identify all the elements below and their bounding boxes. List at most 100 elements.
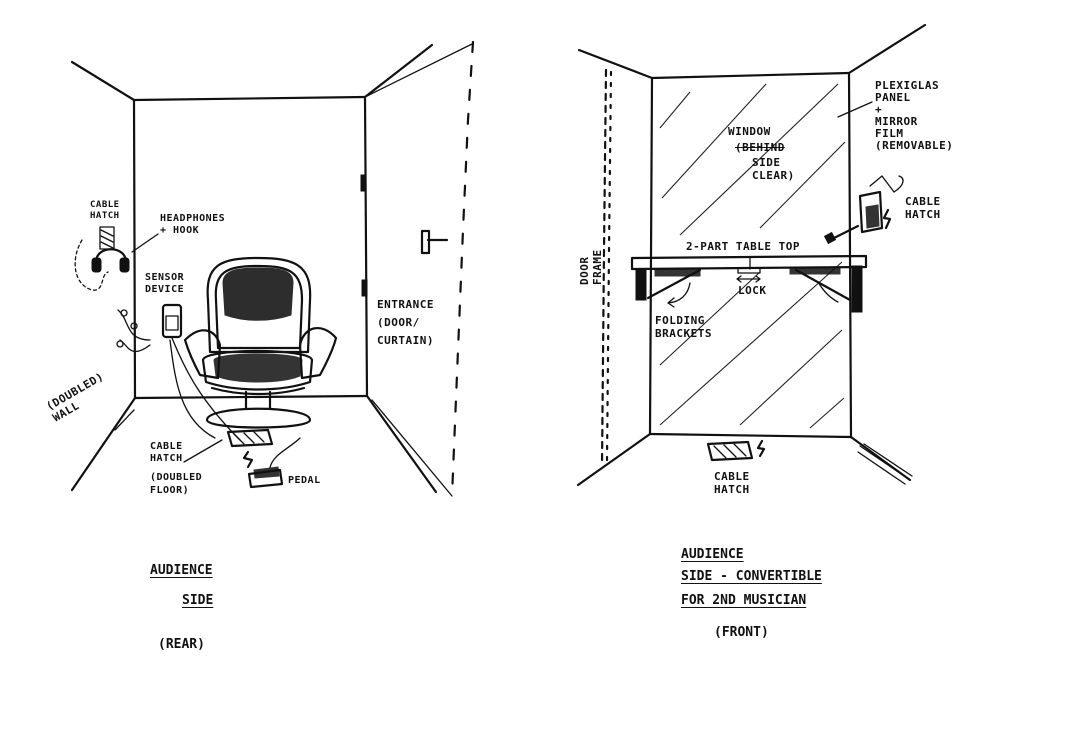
label-door-frame: DOOR FRAME — [578, 249, 604, 285]
table-lock[interactable] — [737, 267, 761, 274]
label-window-struck: (BEHIND — [735, 141, 785, 154]
left-back-wall-top — [132, 95, 367, 102]
right-fold-arrow — [817, 281, 839, 303]
headphones-cable — [74, 239, 109, 291]
label-lock: LOCK — [738, 284, 767, 297]
left-ceiling-right-diagonal — [363, 43, 434, 99]
left-booth-sketch — [70, 40, 475, 498]
chair-back-cushion — [222, 267, 294, 321]
label-sensor-device: SENSOR DEVICE — [145, 272, 185, 295]
plug-head — [823, 231, 837, 245]
label-cable-hatch-wall: CABLE HATCH — [90, 200, 120, 221]
door-hinge-bottom — [361, 279, 368, 297]
floor-cable-hatch-shading — [233, 431, 265, 445]
left-back-wall-right — [363, 95, 369, 398]
pedal-top — [253, 466, 280, 479]
entrance-door-bottom — [371, 399, 453, 497]
label-headphones-hook: HEADPHONES + HOOK — [160, 213, 226, 236]
right-back-wall-left — [648, 76, 654, 436]
floor-cable-hatch-right[interactable] — [706, 440, 754, 462]
left-caption-rear: (REAR) — [158, 637, 205, 652]
left-caption-side: SIDE — [182, 593, 214, 608]
door-handle-plate[interactable] — [420, 229, 431, 255]
right-ceiling-right-diagonal — [847, 23, 927, 75]
right-ceiling-left-diagonal — [577, 48, 654, 80]
label-window: WINDOW — [728, 125, 771, 138]
left-caption-audience: AUDIENCE — [150, 563, 213, 578]
floor-cable-hatch[interactable] — [226, 428, 274, 448]
two-part-table-top[interactable] — [630, 254, 868, 313]
label-plexiglas-panel: PLEXIGLAS PANEL + MIRROR FILM (REMOVABLE… — [875, 79, 954, 152]
label-cable-hatch-right: CABLE HATCH — [905, 195, 941, 221]
label-folding-brackets: FOLDING BRACKETS — [655, 314, 712, 340]
doubled-floor-leader — [183, 439, 223, 463]
cable-plug-3 — [130, 322, 138, 330]
right-caption-front: (FRONT) — [714, 625, 769, 640]
hatch-flap — [869, 175, 895, 193]
table-right-bracket — [851, 265, 863, 313]
entrance-door-edge — [450, 40, 475, 498]
headphones-right-cup — [119, 257, 130, 273]
chair-seat — [201, 349, 314, 391]
left-floor-left-diagonal — [70, 396, 137, 492]
cable-plug-2 — [116, 340, 124, 348]
wall-cable-hatch-shading — [100, 229, 114, 249]
floor-cable-hatch-right-shading — [713, 443, 747, 459]
left-bracket-mount — [654, 269, 701, 277]
left-back-wall-bottom — [133, 394, 368, 400]
right-floor-left-diagonal — [576, 432, 652, 487]
floor-cable-bundle — [857, 443, 913, 485]
pedal-cable — [269, 437, 301, 469]
left-back-wall-left — [132, 98, 137, 400]
right-back-wall-top — [650, 71, 851, 80]
chair-backrest — [206, 256, 312, 354]
right-folding-bracket-arm — [794, 268, 852, 302]
label-cable-hatch-floor: CABLE HATCH — [150, 441, 183, 464]
swivel-chair[interactable] — [183, 256, 338, 429]
right-caption-2nd-musician: FOR 2ND MUSICIAN — [681, 593, 807, 608]
label-cable-hatch-floor-right: CABLE HATCH — [714, 470, 750, 496]
headphones-left-cup — [91, 257, 102, 273]
right-back-wall-right — [847, 71, 853, 439]
left-ceiling-left-diagonal — [70, 60, 136, 102]
label-entrance: ENTRANCE (DOOR/ CURTAIN) — [377, 298, 434, 347]
door-hinge-top — [360, 174, 367, 192]
right-caption-audience: AUDIENCE — [681, 547, 744, 562]
doubled-wall-leader — [114, 409, 135, 431]
label-table-top: 2-PART TABLE TOP — [686, 240, 800, 253]
label-pedal: PEDAL — [288, 475, 321, 486]
wall-cable-hatch-right-fill — [865, 204, 880, 229]
hatch-rotate-arrow — [893, 175, 904, 193]
chair-seat-cushion — [213, 353, 303, 383]
table-top-board — [630, 254, 868, 271]
cable-plug-1 — [120, 309, 128, 317]
headphones-leader — [131, 233, 159, 253]
plexiglas-window — [659, 83, 846, 429]
chair-backrest-inner — [214, 264, 304, 350]
lock-arrow — [736, 275, 761, 283]
label-window-side-clear: SIDE CLEAR) — [752, 156, 795, 182]
chair-base-plate — [210, 386, 306, 396]
right-caption-side-convertible: SIDE - CONVERTIBLE — [681, 569, 822, 584]
right-booth-sketch — [576, 23, 927, 487]
sensor-device-screen — [165, 315, 179, 331]
wall-cable-hatch-right[interactable] — [858, 190, 884, 234]
entrance-door-top — [366, 43, 473, 97]
chair-left-armrest — [183, 329, 222, 380]
left-floor-right-diagonal — [365, 394, 438, 494]
door-frame-inner — [605, 70, 613, 464]
left-fold-arrow — [667, 282, 691, 308]
floor-hatch-lightning-icon — [756, 439, 766, 458]
sensor-device[interactable] — [161, 303, 183, 339]
chair-right-armrest — [298, 327, 338, 380]
door-frame-line — [600, 68, 608, 467]
right-back-wall-bottom — [648, 432, 853, 439]
plexiglas-leader — [837, 101, 873, 118]
cable-lightning-icon — [882, 208, 892, 230]
sensor-cables — [117, 309, 241, 441]
cable-zigzag-icon — [242, 450, 254, 469]
chair-foot — [205, 407, 312, 429]
chair-column — [244, 390, 272, 410]
right-bracket-mount — [789, 267, 841, 275]
